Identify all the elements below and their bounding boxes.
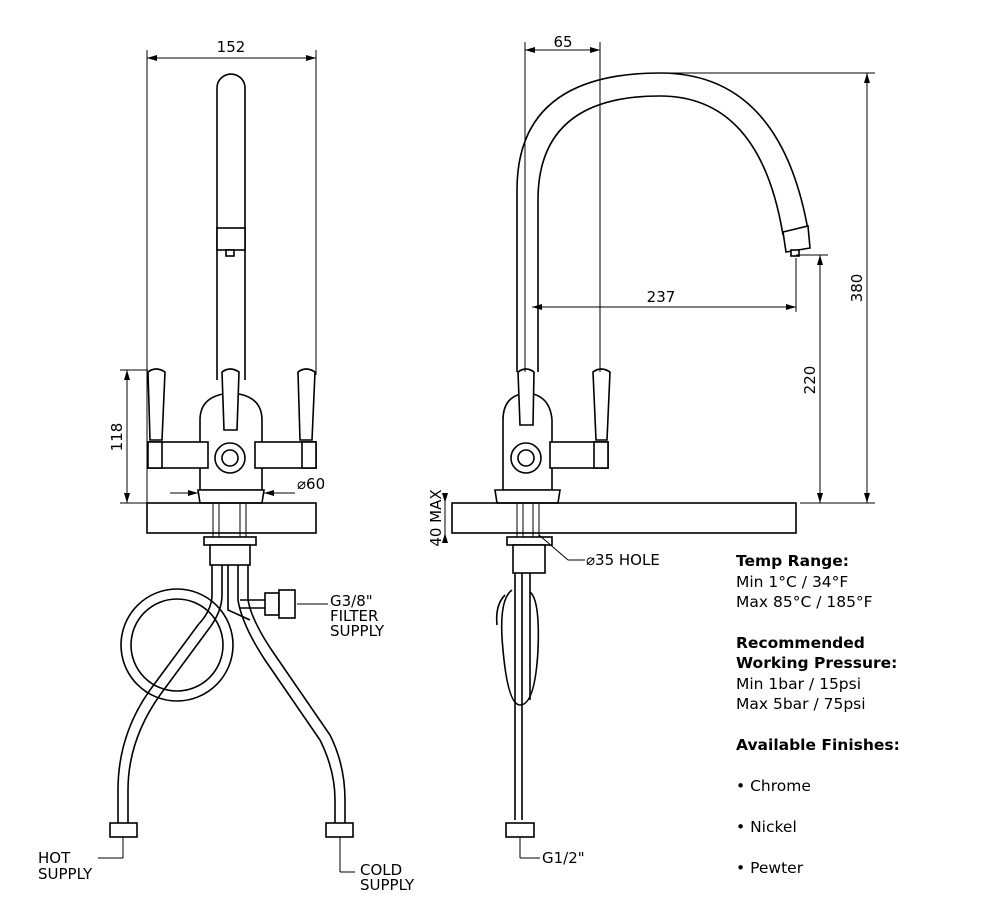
middle-handle: [221, 368, 240, 431]
temp-max: Max 85°C / 185°F: [736, 593, 873, 611]
cold-nut: [325, 822, 354, 838]
front-base: [197, 489, 265, 504]
side-coil: [500, 589, 540, 706]
connector-label: G1/2": [542, 849, 585, 867]
left-handle: [147, 368, 166, 441]
side-front-handle: [517, 368, 535, 426]
dim-hole-label: ⌀35 HOLE: [586, 551, 660, 569]
finish-pewter: Pewter: [736, 858, 900, 879]
hot-nut: [109, 822, 138, 838]
side-view-faucet: [451, 72, 811, 859]
pressure-heading-2: Working Pressure:: [736, 654, 898, 672]
filter-supply-line2: FILTER: [330, 607, 378, 625]
dim-offset-label: 65: [553, 33, 572, 51]
finishes-heading: Available Finishes:: [736, 735, 900, 754]
dim-height-label: 380: [848, 274, 866, 303]
filter-supply-line3: SUPPLY: [330, 622, 385, 640]
pressure-max: Max 5bar / 75psi: [736, 695, 866, 713]
hot-supply-line2: SUPPLY: [38, 865, 93, 883]
side-countertop: [451, 502, 797, 534]
temp-min: Min 1°C / 34°F: [736, 572, 849, 591]
front-countertop: [146, 502, 317, 534]
filter-nut: [278, 589, 296, 619]
cold-pipe: [237, 565, 336, 825]
front-dimensions: 152 118 ⌀60 G3/8" FILTER SUPPLY HOT SUPP…: [38, 38, 415, 894]
filter-supply-line1: G3/8": [330, 592, 373, 610]
cold-supply-line1: COLD: [360, 861, 402, 879]
side-rear-handle: [592, 368, 611, 441]
dim-base-dia-label: ⌀60: [297, 475, 325, 493]
right-handle: [297, 368, 316, 441]
dim-deck-label: 40 MAX: [427, 489, 445, 546]
cold-supply-line2: SUPPLY: [360, 876, 415, 894]
side-nut: [505, 822, 535, 838]
hot-supply-line1: HOT: [38, 849, 71, 867]
gooseneck-inner: [537, 95, 784, 372]
side-knob: [510, 442, 542, 474]
dim-reach-label: 237: [647, 288, 676, 306]
side-aerator: [782, 225, 811, 253]
temp-range-heading: Temp Range:: [736, 552, 849, 570]
dim-spout-height-label: 220: [801, 366, 819, 395]
gooseneck-outer: [516, 72, 809, 372]
finish-nickel: Nickel: [736, 817, 900, 838]
front-spout: [216, 73, 246, 380]
dim-width-label: 152: [217, 38, 246, 56]
front-view-faucet: [109, 73, 355, 873]
center-knob: [214, 442, 246, 474]
side-base: [494, 489, 561, 504]
pressure-heading-1: Recommended: [736, 633, 865, 652]
dim-handle-height-label: 118: [108, 423, 126, 452]
finish-chrome: Chrome: [736, 776, 900, 797]
specifications-panel: Temp Range: Min 1°C / 34°F Max 85°C / 18…: [736, 551, 900, 878]
filter-coil: [120, 588, 234, 702]
pressure-min: Min 1bar / 15psi: [736, 674, 862, 693]
hot-pipe: [117, 565, 213, 825]
aerator: [216, 227, 246, 251]
side-dimensions: 65 380 220 237 40 MAX ⌀35 HOLE G1/2": [427, 33, 875, 867]
